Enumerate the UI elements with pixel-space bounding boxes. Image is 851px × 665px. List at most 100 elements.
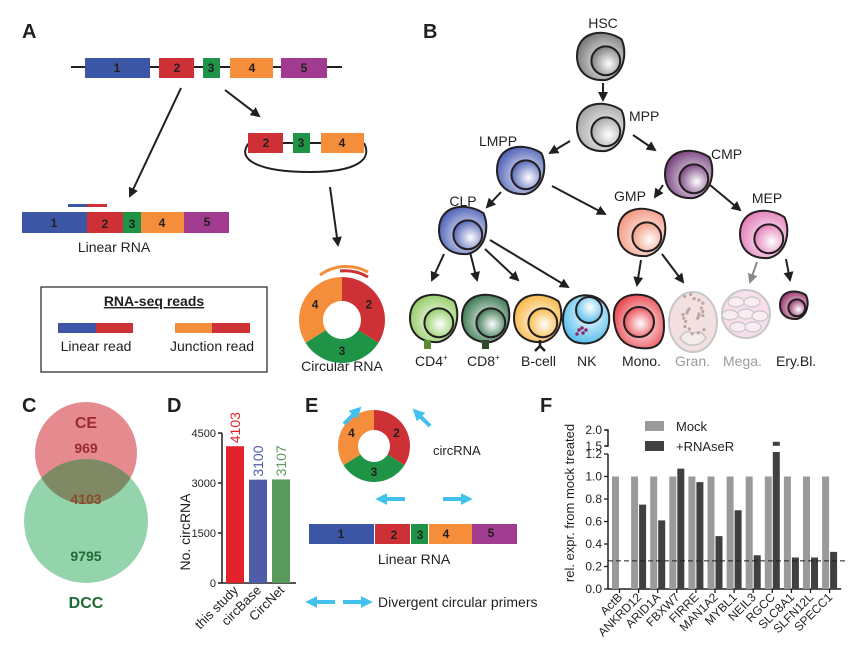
exon-3-label: 3 <box>298 136 305 150</box>
f-bar-mock <box>650 476 658 589</box>
panel-b-label: B <box>423 21 437 43</box>
ring-segment-exon-2 <box>342 277 385 343</box>
gran-granule <box>687 307 691 311</box>
gran-granule <box>697 298 701 302</box>
lineage-arrows <box>430 83 794 289</box>
gran-granule <box>683 294 687 299</box>
cd8-cell <box>460 293 511 349</box>
lmpp-cell-nucleus <box>510 159 542 191</box>
venn-overlap <box>35 459 137 504</box>
rna-seq-legend: RNA-seq reads Linear read Junction read <box>40 286 268 373</box>
arrow-gmp-gran <box>661 253 685 284</box>
exon-4-label: 4 <box>159 216 166 230</box>
cd4-text: CD4 <box>415 353 443 369</box>
exon-1-label: 1 <box>114 61 121 75</box>
d-ylabel: No. circRNA <box>177 493 193 571</box>
terminal-label-erybl: Ery.Bl. <box>776 353 816 369</box>
ring-label-exon-2: 2 <box>366 298 373 312</box>
hsc-cell-nucleus <box>590 45 622 77</box>
ring-label-exon-4: 4 <box>312 298 319 312</box>
ring-label-exon-4: 4 <box>348 426 355 440</box>
junction-read-arc-red <box>339 269 369 279</box>
ring-segment-exon-3 <box>305 330 379 363</box>
f-bar-rnaser <box>696 482 704 589</box>
f-bar-mock <box>822 476 830 589</box>
f-ytick-label: 1.5 <box>585 439 602 453</box>
mega-lobe <box>743 296 761 308</box>
f-bar-rnaser <box>830 551 838 589</box>
terminal-cells <box>408 289 809 353</box>
arrow-mep-erybl <box>783 258 794 282</box>
arrow-lmpp-gmp <box>551 185 607 215</box>
f-bar-rnaser <box>658 520 666 589</box>
gran-granule <box>689 292 693 296</box>
arrow-mep-mega <box>747 261 758 284</box>
linear-read-swatch-blue <box>58 323 96 333</box>
gran-granule <box>681 312 685 317</box>
exon-1 <box>22 212 87 233</box>
mega-lobe <box>727 296 745 308</box>
venn-count-ce-only: 969 <box>74 440 98 456</box>
gran-granule <box>699 306 704 310</box>
exon-1 <box>85 58 150 78</box>
terminal-label-gran: Gran. <box>675 353 710 369</box>
terminal-label-bcell: B-cell <box>521 353 556 369</box>
f-legend-swatch <box>645 421 664 431</box>
exon-3 <box>411 524 428 544</box>
exon-5-label: 5 <box>204 215 211 229</box>
panel-c: C CE 969 4103 9795 DCC <box>22 395 148 612</box>
arrow-mpp-lmpp <box>548 140 571 155</box>
nk-nucleus <box>575 296 603 324</box>
exon-5 <box>472 524 517 544</box>
cd8-receptor <box>482 340 489 349</box>
exon-4-label: 4 <box>249 61 256 75</box>
exon-5 <box>281 58 327 78</box>
panel-d-label: D <box>167 395 181 417</box>
linear-rna-e: 1 2 3 4 5 Linear RNA <box>309 524 517 567</box>
cd8-sup: + <box>495 353 500 362</box>
primer-arrow-right <box>412 408 432 428</box>
progenitor-cells <box>437 31 789 260</box>
ring-segment-exon-4 <box>299 277 342 343</box>
exon-2-label: 2 <box>174 61 181 75</box>
splice-linear-arrow <box>128 87 182 198</box>
circrna-label: circRNA <box>433 443 481 458</box>
antibody-icon <box>534 340 546 352</box>
f-legend-label: Mock <box>676 419 708 434</box>
exon-4-label: 4 <box>443 527 450 541</box>
linear-rna: 1 2 3 4 5 Linear RNA <box>22 204 229 255</box>
linear-rna-label: Linear RNA <box>78 239 151 255</box>
f-bar-rnaser <box>811 557 818 589</box>
panel-e: E 234 circRNA 1 2 3 4 5 Linear RNA Diver… <box>305 395 537 610</box>
mono-cell <box>612 293 666 350</box>
f-legend-swatch <box>645 441 664 451</box>
gran-granule <box>696 331 700 335</box>
venn-count-dcc-only: 9795 <box>70 548 101 564</box>
panel-c-label: C <box>22 395 36 417</box>
hsc-cell <box>575 31 626 82</box>
f-bar-rnaser-cap <box>772 441 780 446</box>
d-ytick-label: 4500 <box>192 428 216 440</box>
linear-rna-label-e: Linear RNA <box>378 551 451 567</box>
terminal-labels: CD4+ CD8+ B-cell NK Mono. Gran. Mega. Er… <box>415 353 816 369</box>
f-bar-mock <box>783 476 791 589</box>
exon-1 <box>309 524 374 544</box>
circular-rna: Circular RNA 234 <box>299 265 385 374</box>
clp-label: CLP <box>449 193 476 209</box>
panel-e-label: E <box>305 395 318 417</box>
f-y-axis-break <box>605 429 609 447</box>
mega-lobe <box>751 310 769 322</box>
exon-3 <box>293 133 310 153</box>
gran-granule <box>701 313 705 318</box>
f-bar-rnaser <box>677 468 685 589</box>
f-bar-rnaser <box>715 536 723 589</box>
f-ytick-label: 1.2 <box>585 447 602 461</box>
d-bar-2 <box>272 479 290 583</box>
mep-cell-nucleus <box>753 223 785 255</box>
ring-segment-exon-3 <box>343 454 405 482</box>
terminal-label-mono: Mono. <box>622 353 661 369</box>
f-ytick-label: 0.0 <box>585 582 602 596</box>
cd8-text: CD8 <box>467 353 495 369</box>
f-bar-rnaser <box>791 557 799 589</box>
f-bar-mock <box>803 476 810 589</box>
